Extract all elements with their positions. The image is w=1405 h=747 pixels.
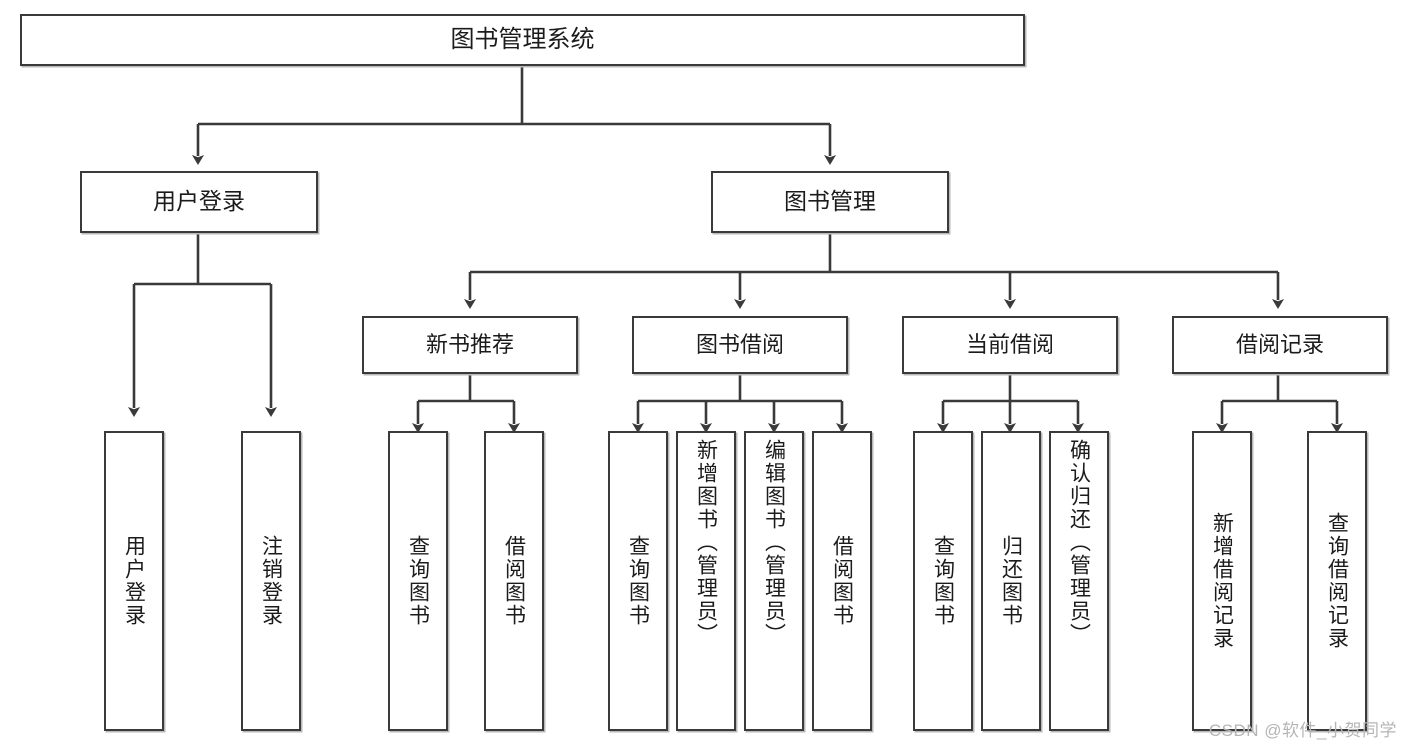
node-label: 用户登录 bbox=[122, 535, 146, 627]
node-label: 查询图书 bbox=[626, 535, 650, 627]
node-leaf-logout-login[interactable]: 注销登录 bbox=[241, 431, 301, 731]
node-leaf-user-login[interactable]: 用户登录 bbox=[104, 431, 164, 731]
node-label: 新增图书（管理员） bbox=[694, 439, 718, 646]
node-leaf-add-borrow-record[interactable]: 新增借阅记录 bbox=[1192, 431, 1252, 731]
node-current-borrow[interactable]: 当前借阅 bbox=[902, 316, 1118, 374]
node-label: 确认归还（管理员） bbox=[1067, 439, 1091, 646]
node-label: 查询图书 bbox=[931, 535, 955, 627]
node-leaf-query-book-current[interactable]: 查询图书 bbox=[913, 431, 973, 731]
node-borrow-record[interactable]: 借阅记录 bbox=[1172, 316, 1388, 374]
node-label: 借阅记录 bbox=[1235, 332, 1324, 358]
node-leaf-query-borrow-record[interactable]: 查询借阅记录 bbox=[1307, 431, 1367, 731]
csdn-watermark: CSDN @软件_小贺同学 bbox=[1208, 721, 1397, 740]
node-label: 查询借阅记录 bbox=[1325, 512, 1349, 650]
node-label: 归还图书 bbox=[999, 535, 1023, 627]
node-label: 新书推荐 bbox=[425, 332, 514, 358]
node-leaf-edit-book[interactable]: 编辑图书（管理员） bbox=[744, 431, 804, 731]
node-leaf-query-book-borrow[interactable]: 查询图书 bbox=[608, 431, 668, 731]
node-label: 查询图书 bbox=[406, 535, 430, 627]
node-label: 图书管理 bbox=[784, 188, 876, 215]
node-leaf-query-book-recommend[interactable]: 查询图书 bbox=[388, 431, 448, 731]
node-leaf-borrow-book-recommend[interactable]: 借阅图书 bbox=[484, 431, 544, 731]
node-new-book-recommend[interactable]: 新书推荐 bbox=[362, 316, 578, 374]
node-label: 新增借阅记录 bbox=[1210, 512, 1234, 650]
node-label: 编辑图书（管理员） bbox=[762, 439, 786, 646]
node-label: 注销登录 bbox=[259, 535, 283, 627]
node-leaf-borrow-book-borrow[interactable]: 借阅图书 bbox=[812, 431, 872, 731]
node-label: 图书借阅 bbox=[695, 332, 784, 358]
node-user-login[interactable]: 用户登录 bbox=[80, 171, 318, 233]
node-leaf-return-book[interactable]: 归还图书 bbox=[981, 431, 1041, 731]
node-label: 图书管理系统 bbox=[450, 25, 595, 53]
node-label: 借阅图书 bbox=[830, 535, 854, 627]
node-leaf-confirm-return[interactable]: 确认归还（管理员） bbox=[1049, 431, 1109, 731]
node-label: 借阅图书 bbox=[502, 535, 526, 627]
node-label: 当前借阅 bbox=[965, 332, 1054, 358]
node-book-management[interactable]: 图书管理 bbox=[711, 171, 949, 233]
node-book-management-system[interactable]: 图书管理系统 bbox=[20, 14, 1025, 66]
node-leaf-add-book[interactable]: 新增图书（管理员） bbox=[676, 431, 736, 731]
node-book-borrow[interactable]: 图书借阅 bbox=[632, 316, 848, 374]
node-label: 用户登录 bbox=[153, 188, 245, 215]
